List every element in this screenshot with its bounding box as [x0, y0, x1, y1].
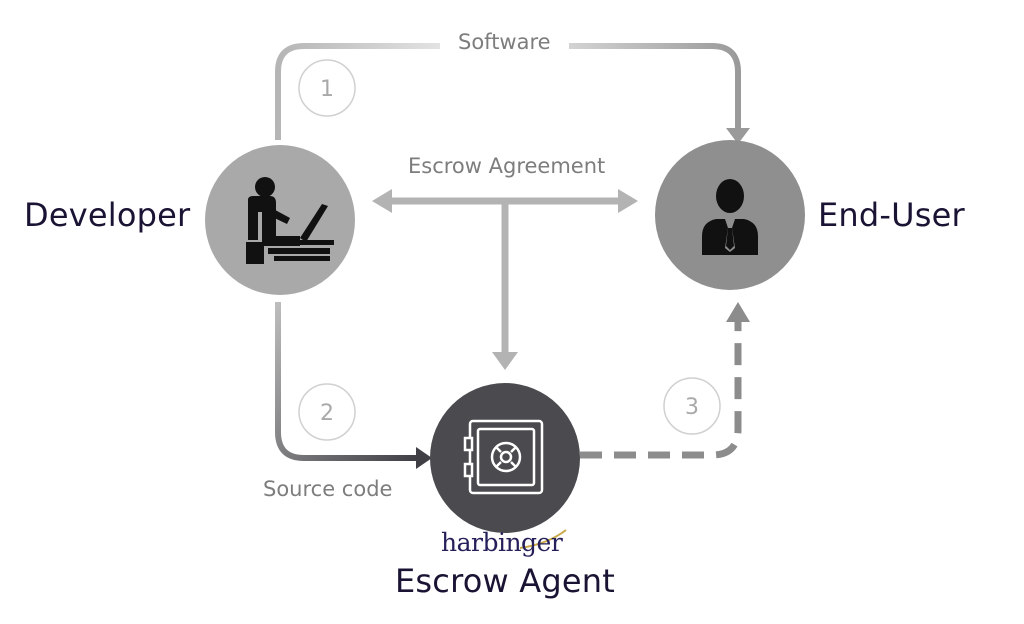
source-code-arrowhead: [416, 447, 432, 469]
escrow-agent-label: Escrow Agent: [395, 562, 615, 600]
business-person-icon: [702, 179, 758, 255]
step-1-badge: [298, 59, 356, 117]
escrow-agreement-label: Escrow Agreement: [408, 154, 606, 178]
source-code-label: Source code: [263, 477, 393, 501]
step-2-badge: [298, 383, 356, 441]
developer-at-laptop-icon: [246, 177, 334, 264]
software-label: Software: [440, 30, 569, 54]
developer-label: Developer: [24, 196, 191, 234]
source-code-arrow: [275, 302, 418, 461]
step-2-number: 2: [320, 401, 334, 426]
release-arrowhead: [726, 302, 750, 322]
step-3-badge: [663, 377, 721, 435]
escrow-agreement-arrowhead-right: [618, 189, 638, 213]
harbinger-logo: harbinger: [441, 528, 563, 557]
end-user-label: End-User: [818, 196, 965, 234]
vault-safe-icon: [463, 419, 544, 495]
escrow-agent-node: [430, 383, 580, 533]
escrow-agreement-arrowhead-left: [372, 189, 392, 213]
release-dashed-arrow: [580, 318, 742, 459]
step-3-number: 3: [685, 395, 699, 420]
end-user-node: [655, 140, 805, 290]
harbinger-logo-swoosh: [519, 529, 567, 549]
agreement-to-agent-arrowhead: [492, 352, 518, 370]
step-1-number: 1: [320, 77, 334, 102]
software-arrowhead: [726, 128, 750, 144]
